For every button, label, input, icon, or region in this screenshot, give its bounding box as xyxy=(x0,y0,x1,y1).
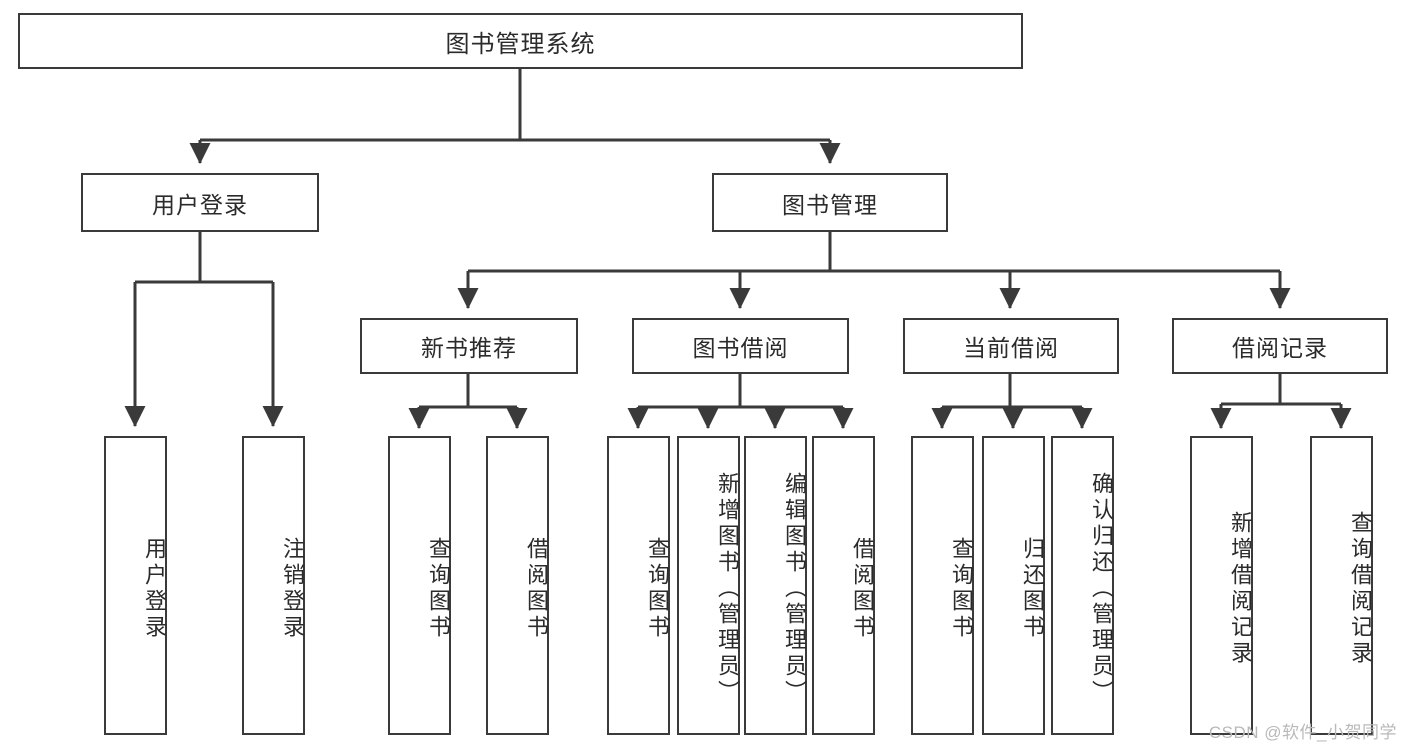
node-borrow-record[interactable]: 借阅记录 xyxy=(1172,318,1388,374)
node-leaf-confirm-return[interactable]: 确认归还（管理员） xyxy=(1051,436,1114,735)
node-new-book-recommend[interactable]: 新书推荐 xyxy=(360,318,578,374)
node-book-manage[interactable]: 图书管理 xyxy=(712,173,948,232)
node-leaf-borrow-book-1[interactable]: 借阅图书 xyxy=(486,436,549,735)
node-leaf-borrow-book-2[interactable]: 借阅图书 xyxy=(812,436,875,735)
leaf-label: 归还图书 xyxy=(1020,536,1045,641)
leaf-label: 查询图书 xyxy=(645,536,670,641)
node-leaf-query-book-3[interactable]: 查询图书 xyxy=(911,436,974,735)
node-leaf-add-record[interactable]: 新增借阅记录 xyxy=(1190,436,1253,735)
node-leaf-query-book-2[interactable]: 查询图书 xyxy=(607,436,670,735)
leaf-label: 用户登录 xyxy=(142,536,167,641)
node-leaf-logout[interactable]: 注销登录 xyxy=(242,436,305,735)
node-leaf-user-login[interactable]: 用户登录 xyxy=(104,436,167,735)
leaf-label: 注销登录 xyxy=(280,536,305,641)
node-leaf-add-book[interactable]: 新增图书（管理员） xyxy=(677,436,740,735)
node-book-borrow[interactable]: 图书借阅 xyxy=(632,318,849,374)
node-leaf-return-book[interactable]: 归还图书 xyxy=(982,436,1045,735)
leaf-label: 查询借阅记录 xyxy=(1348,510,1373,667)
node-current-borrow[interactable]: 当前借阅 xyxy=(903,318,1119,374)
node-leaf-query-book-1[interactable]: 查询图书 xyxy=(388,436,451,735)
node-leaf-edit-book[interactable]: 编辑图书（管理员） xyxy=(744,436,807,735)
node-root[interactable]: 图书管理系统 xyxy=(18,13,1023,69)
leaf-label: 新增图书（管理员） xyxy=(715,471,740,706)
leaf-label: 借阅图书 xyxy=(524,536,549,641)
leaf-label: 查询图书 xyxy=(426,536,451,641)
node-leaf-query-record[interactable]: 查询借阅记录 xyxy=(1310,436,1373,735)
leaf-label: 查询图书 xyxy=(949,536,974,641)
leaf-label: 编辑图书（管理员） xyxy=(782,471,807,706)
leaf-label: 新增借阅记录 xyxy=(1228,510,1253,667)
leaf-label: 借阅图书 xyxy=(850,536,875,641)
node-user-login[interactable]: 用户登录 xyxy=(81,173,319,232)
leaf-label: 确认归还（管理员） xyxy=(1089,471,1114,706)
csdn-watermark: CSDN @软件_小贺同学 xyxy=(1208,723,1397,742)
